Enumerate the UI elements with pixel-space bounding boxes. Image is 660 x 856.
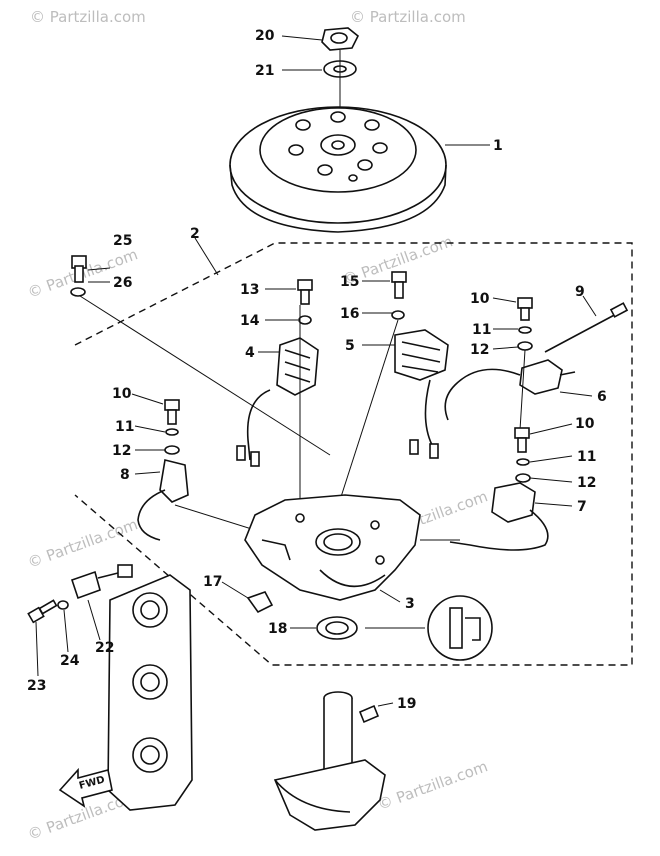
callout-label: 10: [112, 386, 132, 402]
callout-label: 6: [597, 389, 607, 405]
callout-label: 26: [113, 275, 132, 291]
callout-label: 11: [115, 419, 134, 435]
callout-label: 20: [255, 28, 275, 44]
callout-label: 22: [95, 640, 114, 656]
part-screw-15: [391, 271, 407, 299]
part-screw-10-top: [517, 297, 533, 321]
part-ignition-coil-8: [137, 459, 189, 541]
watermark: © Partzilla.com: [30, 8, 146, 26]
callout-label: 9: [575, 284, 585, 300]
part-washer-16: [391, 310, 405, 320]
watermark: © Partzilla.com: [25, 515, 140, 572]
part-crankshaft: [273, 691, 386, 831]
part-bolt-25: [71, 255, 87, 283]
part-screw-23: [27, 599, 58, 624]
part-stator-base-3: [244, 494, 421, 601]
watermark: © Partzilla.com: [350, 8, 466, 26]
callout-label: 13: [240, 282, 259, 298]
oil-seal-detail-inset: [427, 595, 493, 661]
callout-label: 17: [203, 574, 222, 590]
part-washer-11-top: [518, 326, 532, 334]
part-washer-12-left: [164, 445, 180, 455]
part-washer-14: [298, 315, 312, 325]
fwd-arrow: FWD: [58, 767, 113, 808]
part-washer-11-right: [516, 458, 530, 466]
callout-label: 16: [340, 306, 359, 322]
part-washer-12-right: [515, 473, 531, 483]
callout-label: 11: [577, 449, 596, 465]
callout-label: 12: [577, 475, 596, 491]
callout-label: 23: [27, 678, 46, 694]
callout-label: 15: [340, 274, 359, 290]
assembly-boundary: [74, 242, 633, 666]
callout-label: 19: [397, 696, 416, 712]
callout-label: 14: [240, 313, 260, 329]
callout-label: 4: [245, 345, 255, 361]
part-crankcase-housing: [107, 574, 193, 811]
part-screw-10-left: [164, 399, 180, 425]
part-washer-26: [70, 287, 86, 297]
part-screw-10-right: [514, 427, 530, 453]
part-screw-13: [297, 279, 313, 305]
callout-label: 18: [268, 621, 287, 637]
callout-label: 1: [493, 138, 503, 154]
part-washer-11-left: [165, 428, 179, 436]
callout-label: 7: [577, 499, 587, 515]
callout-label: 21: [255, 63, 274, 79]
callout-label: 3: [405, 596, 415, 612]
part-charge-coil-4: [236, 337, 319, 467]
callout-layer: 20 21 1 2 25 26 13 15 10 9 14 16 11 12 4…: [27, 28, 607, 712]
part-clamp-17: [246, 591, 274, 614]
part-oil-seal-18: [316, 616, 358, 640]
callout-label: 12: [470, 342, 489, 358]
leader-lines: [35, 35, 597, 707]
callout-label: 5: [345, 338, 355, 354]
part-flywheel-1: [229, 106, 447, 233]
part-pulser-coil-5: [394, 329, 449, 459]
watermark: © Partzilla.com: [375, 757, 490, 814]
callout-label: 10: [470, 291, 490, 307]
callout-label: 2: [190, 226, 200, 242]
callout-label: 10: [575, 416, 595, 432]
part-washer-24: [57, 600, 69, 610]
part-rectifier-6: [444, 359, 576, 421]
part-lead-wire-9: [544, 302, 629, 353]
part-nut-20: [321, 27, 360, 51]
callout-label: 25: [113, 233, 132, 249]
callout-label: 11: [472, 322, 491, 338]
part-washer-12-top: [517, 341, 533, 351]
callout-label: 8: [120, 467, 130, 483]
callout-label: 12: [112, 443, 131, 459]
part-woodruff-key-19: [358, 704, 380, 724]
callout-label: 24: [60, 653, 80, 669]
part-lighting-coil-7: [449, 482, 549, 551]
part-bracket-22: [70, 564, 133, 600]
